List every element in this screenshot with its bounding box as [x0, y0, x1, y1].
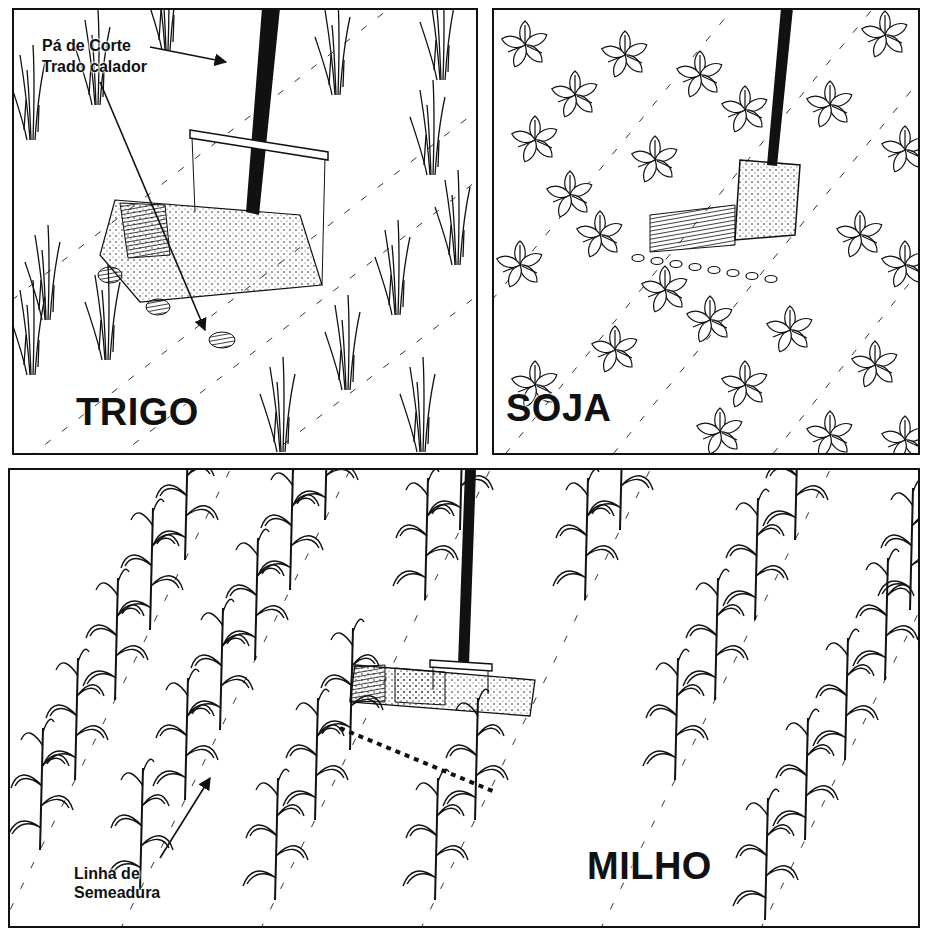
wheat-plants [14, 10, 470, 452]
callout-label: Trado calador [42, 57, 182, 76]
crop-panel: TRIGO [12, 8, 478, 455]
corn-field [10, 470, 918, 926]
soy-plants [495, 11, 918, 453]
soy-field [494, 10, 918, 453]
leader-arrow [160, 778, 210, 858]
crop-title: SOJA [506, 388, 611, 430]
cutting-shovel [340, 470, 535, 792]
crop-title: MILHO [587, 846, 712, 888]
crop-panel: SOJA [492, 8, 920, 455]
callout-label: Linha de Semeadura [74, 864, 179, 902]
leader-arrows [100, 47, 226, 330]
row-lines [494, 10, 918, 453]
row-lines [10, 470, 918, 926]
crop-title: TRIGO [76, 392, 199, 434]
corn-plants [10, 470, 918, 920]
cutting-shovel [632, 10, 800, 283]
row-lines [14, 10, 476, 453]
crop-panel: MILHO [8, 468, 920, 928]
wheat-field [14, 10, 476, 453]
callout-label: Pá de Corte [42, 36, 172, 55]
